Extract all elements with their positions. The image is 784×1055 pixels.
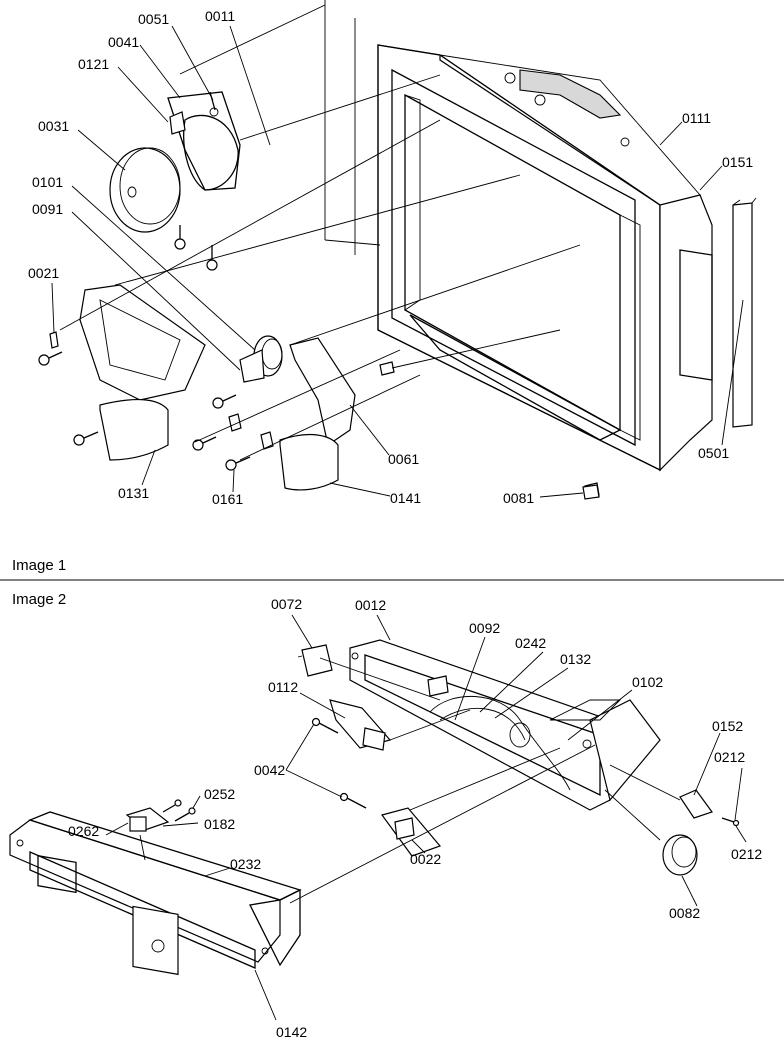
damper-motor [239,335,283,383]
label-0121: 0121 [78,56,109,72]
bracket-0152 [679,789,713,819]
label-0072: 0072 [271,596,302,612]
label-0101: 0101 [32,174,63,190]
guide-lines-image1 [59,0,581,461]
label-0141: 0141 [390,490,421,506]
label-0102: 0102 [632,674,663,690]
control-housing [349,639,661,811]
front-panel [9,811,302,976]
label-0132: 0132 [560,651,591,667]
motor-bracket [167,91,241,191]
guide-lines-image2 [139,657,681,904]
label-0061: 0061 [388,451,419,467]
label-0011: 0011 [205,8,235,24]
component-0072 [297,644,333,677]
label-0111: 0111 [682,110,711,126]
label-0161: 0161 [212,491,243,507]
label-0091: 0091 [32,201,63,217]
label-0022: 0022 [410,851,441,867]
switch-0022 [380,807,442,857]
left-deflector [79,284,206,461]
label-0212-top: 0212 [714,749,745,765]
fan-wheel [109,147,181,233]
labels-image2: 0072 0012 0092 0242 0132 0102 0112 0152 … [68,596,762,1040]
leaders-image1 [51,25,744,498]
label-0021: 0021 [28,265,59,281]
label-0051: 0051 [138,11,169,27]
label-0501: 0501 [698,445,729,461]
gasket-strip [732,197,757,428]
label-0031: 0031 [38,118,69,134]
screws-0042 [311,717,367,809]
label-0092: 0092 [469,620,500,636]
housing-frame [377,44,713,472]
knob-0082 [662,834,698,876]
label-0112: 0112 [268,679,298,695]
right-deflector [279,337,356,491]
labels-image1: 0051 0011 0041 0121 0031 0111 0151 0101 … [28,8,753,507]
image2-drawing: Image 2 [9,591,762,1040]
connector-0081 [582,484,600,500]
caption-image2: Image 2 [12,591,66,608]
label-0262: 0262 [68,823,99,839]
leaders-image2 [105,614,747,1021]
label-0042: 0042 [254,762,285,778]
module-0112 [329,699,392,751]
screw-0212 [721,817,740,827]
label-0212-bottom: 0212 [731,846,762,862]
label-0152: 0152 [712,718,743,734]
label-0041: 0041 [108,34,139,50]
label-0131: 0131 [118,485,149,501]
image1-drawing: 0051 0011 0041 0121 0031 0111 0151 0101 … [12,0,757,574]
label-0182: 0182 [204,816,235,832]
label-0252: 0252 [204,786,235,802]
screws-image1 [38,225,251,471]
label-0081: 0081 [503,490,534,506]
caption-image1: Image 1 [12,557,66,574]
bracket-0262 [125,799,196,832]
label-0151: 0151 [722,154,753,170]
label-0082: 0082 [669,905,700,921]
label-0242: 0242 [515,635,546,651]
label-0232: 0232 [230,856,261,872]
label-0012: 0012 [355,597,386,613]
label-0142: 0142 [276,1024,307,1040]
